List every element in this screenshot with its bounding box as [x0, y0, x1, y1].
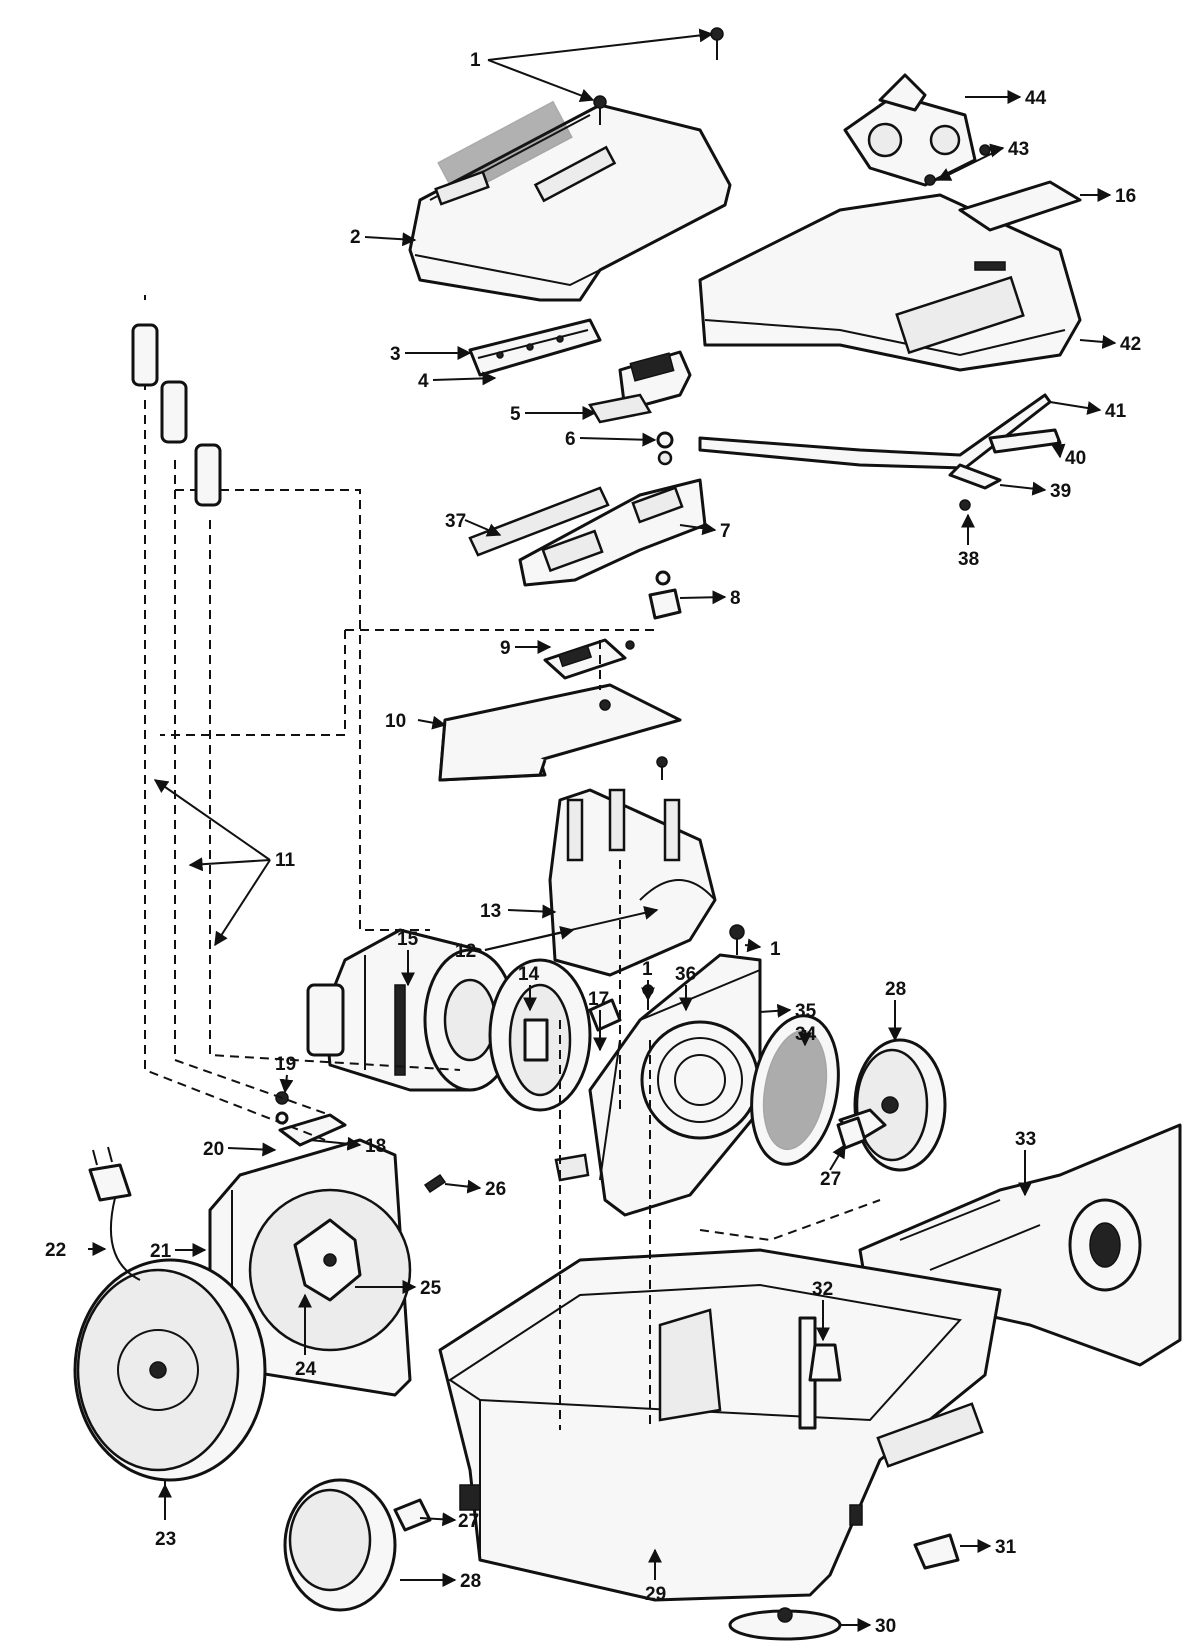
terminal-block [275, 1091, 347, 1147]
exhaust-filter-housing [588, 953, 762, 1217]
callout-26: 26 [485, 1179, 506, 1200]
callout-11: 11 [275, 850, 296, 871]
axle-bracket-bottom [393, 1498, 432, 1532]
callout-10: 10 [385, 711, 406, 732]
power-plug [88, 1146, 141, 1281]
callout-25: 25 [420, 1278, 442, 1299]
circuit-board [468, 318, 602, 377]
screw-38 [959, 499, 971, 511]
callout-39: 39 [1050, 481, 1071, 502]
callout-22: 22 [45, 1240, 66, 1261]
pad [554, 1153, 590, 1182]
callout-15: 15 [397, 929, 419, 950]
callout-21: 21 [150, 1241, 172, 1262]
switch-assembly [588, 350, 692, 424]
cord-clip-8 [648, 570, 682, 620]
nut-6 [656, 431, 674, 449]
wiring-harness [131, 295, 881, 1430]
callout-labels: 1 1 1 2 3 4 5 6 7 8 9 10 11 12 13 14 15 … [45, 50, 1141, 1637]
callout-20: 20 [203, 1139, 224, 1160]
callout-43: 43 [1008, 139, 1029, 160]
callout-1: 1 [642, 959, 653, 980]
callout-18: 18 [365, 1136, 386, 1157]
main-housing [438, 1248, 1002, 1602]
callout-3: 3 [390, 344, 401, 365]
callout-1: 1 [470, 50, 481, 71]
callout-23: 23 [155, 1529, 176, 1550]
bag-holder-32 [808, 1343, 842, 1382]
switch-bracket-9 [543, 638, 635, 680]
screw-43a [979, 144, 991, 156]
leader-lines [88, 28, 1117, 1632]
callout-29: 29 [645, 1584, 666, 1605]
callout-8: 8 [730, 588, 741, 609]
callout-24: 24 [295, 1359, 317, 1380]
callout-28: 28 [885, 979, 906, 1000]
washer-6 [657, 450, 673, 466]
callout-35: 35 [795, 1001, 817, 1022]
filter-disc [750, 1014, 840, 1166]
callout-16: 16 [1115, 186, 1136, 207]
callout-30: 30 [875, 1616, 896, 1637]
callout-13: 13 [480, 901, 501, 922]
callout-40: 40 [1065, 448, 1086, 469]
cord-clip-31 [913, 1533, 960, 1570]
callout-41: 41 [1105, 401, 1127, 422]
callout-27: 27 [820, 1169, 841, 1190]
callout-31: 31 [995, 1537, 1017, 1558]
latch-39 [948, 463, 1002, 490]
callout-2: 2 [350, 227, 361, 248]
callout-12: 12 [455, 941, 476, 962]
callout-38: 38 [958, 549, 979, 570]
callout-4: 4 [418, 371, 429, 392]
tool-holder [843, 73, 977, 187]
callout-28: 28 [460, 1571, 481, 1592]
grommet-17 [588, 998, 622, 1032]
latch-plate-40 [988, 428, 1062, 454]
callout-27: 27 [458, 1511, 479, 1532]
motor-gasket [488, 958, 592, 1112]
callout-32: 32 [812, 1279, 833, 1300]
callout-7: 7 [720, 521, 731, 542]
handle-base [518, 478, 707, 587]
callout-5: 5 [510, 404, 521, 425]
callout-33: 33 [1015, 1129, 1036, 1150]
hood-cover [698, 193, 1082, 372]
caster [728, 1607, 842, 1641]
label-16 [958, 180, 1082, 232]
callout-1: 1 [770, 939, 781, 960]
callout-19: 19 [275, 1054, 296, 1075]
callout-42: 42 [1120, 334, 1141, 355]
front-wheel [283, 1478, 397, 1612]
callout-34: 34 [795, 1024, 817, 1045]
callout-44: 44 [1025, 88, 1047, 109]
callout-17: 17 [588, 989, 609, 1010]
axle-bracket-right [836, 1116, 867, 1150]
handle-top-cover [408, 100, 732, 302]
cord-reel [73, 1258, 267, 1482]
callout-36: 36 [675, 964, 696, 985]
motor-assembly [306, 928, 517, 1092]
screw-43b [924, 174, 936, 186]
screw-26 [423, 1173, 447, 1194]
hood-trim-41 [698, 393, 1052, 470]
callout-37: 37 [445, 511, 466, 532]
rear-wheel-right [838, 1038, 947, 1172]
callout-9: 9 [500, 638, 511, 659]
callout-14: 14 [518, 964, 540, 985]
trim-strip-37 [468, 486, 610, 557]
motor-cover-plate [438, 683, 682, 782]
callout-6: 6 [565, 429, 576, 450]
motor-shroud [548, 788, 717, 977]
